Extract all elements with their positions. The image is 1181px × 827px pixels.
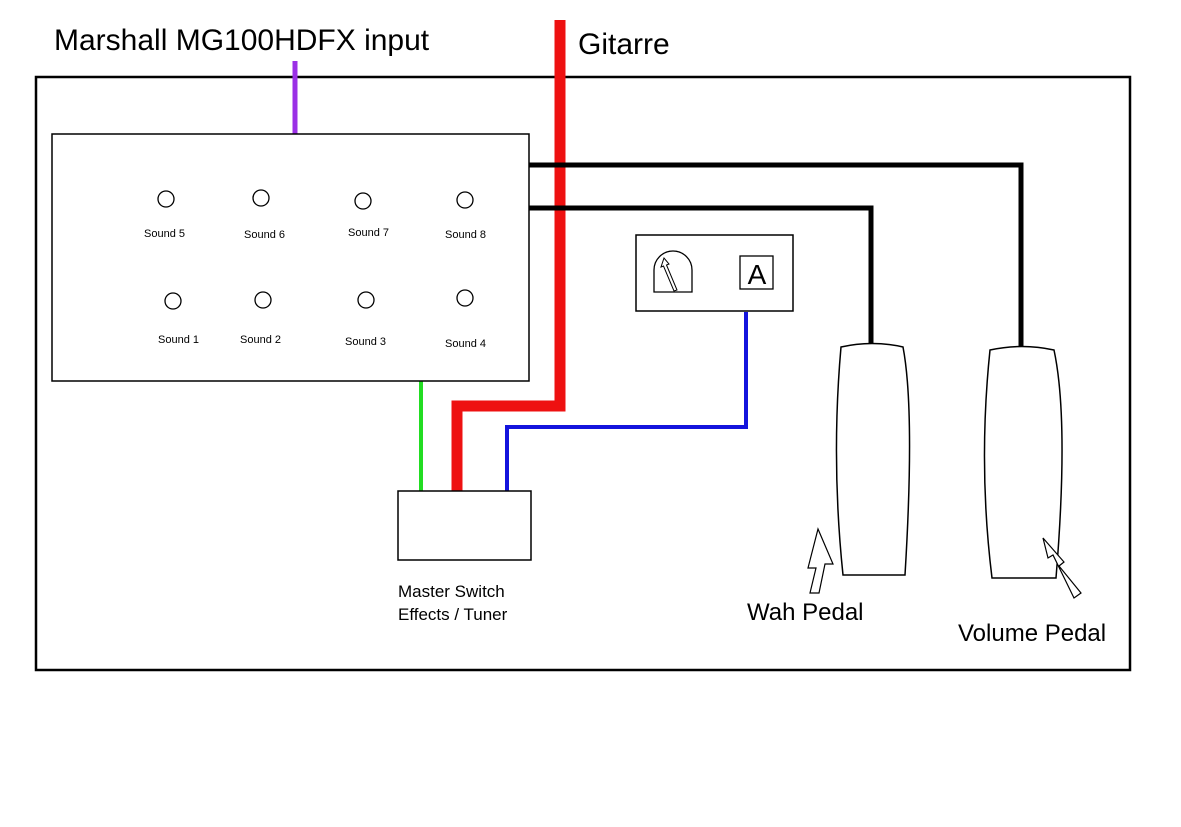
- amp-input-label: Marshall MG100HDFX input: [54, 24, 430, 57]
- sound-4-label: Sound 4: [445, 338, 486, 350]
- sound-3-label: Sound 3: [345, 336, 386, 348]
- sound-6-group: Sound 6: [244, 189, 285, 241]
- sound-2-label: Sound 2: [240, 334, 281, 346]
- wah-pedal-arrow-icon: [807, 527, 834, 594]
- pedalboard-frame: [34, 75, 1132, 672]
- wah-pedal-label: Wah Pedal: [747, 599, 864, 626]
- sound-1-group: Sound 1: [158, 292, 199, 346]
- guitar-cable: [451, 20, 566, 491]
- sound-5-button[interactable]: [157, 190, 175, 208]
- sound-3-group: Sound 3: [345, 291, 386, 348]
- sound-4-group: Sound 4: [445, 289, 486, 350]
- sound-8-label: Sound 8: [445, 229, 486, 241]
- master-switch-box[interactable]: [397, 490, 532, 561]
- volume-pedal-label: Volume Pedal: [958, 620, 1106, 647]
- sound-2-button[interactable]: [254, 291, 272, 309]
- channel-switch-box: [51, 133, 530, 382]
- sound-7-group: Sound 7: [348, 192, 389, 239]
- master-switch-label-line2: Effects / Tuner: [398, 605, 508, 624]
- sound-1-button[interactable]: [164, 292, 182, 310]
- wah-pedal[interactable]: [835, 342, 911, 576]
- sound-5-group: Sound 5: [144, 190, 185, 240]
- sound-8-button[interactable]: [456, 191, 474, 209]
- sound-6-button[interactable]: [252, 189, 270, 207]
- sound-2-group: Sound 2: [240, 291, 281, 346]
- sound-8-group: Sound 8: [445, 191, 486, 241]
- tuner-note-display: [739, 255, 774, 290]
- tuner-cable: [505, 312, 748, 491]
- tuner: A: [635, 234, 794, 312]
- volume-pedal-arrow-icon: [1042, 537, 1082, 599]
- tuner-note-label: A: [748, 259, 767, 290]
- sound-5-label: Sound 5: [144, 228, 185, 240]
- sound-buttons: Sound 5 Sound 6 Sound 7 Sound 8 Sound 1 …: [144, 189, 486, 350]
- wah-pedal-cable: [529, 205, 874, 343]
- volume-pedal[interactable]: [983, 345, 1063, 579]
- sound-6-label: Sound 6: [244, 229, 285, 241]
- sound-7-button[interactable]: [354, 192, 372, 210]
- sound-3-button[interactable]: [357, 291, 375, 309]
- sound-1-label: Sound 1: [158, 334, 199, 346]
- sound-7-label: Sound 7: [348, 227, 389, 239]
- sound-4-button[interactable]: [456, 289, 474, 307]
- guitar-label: Gitarre: [578, 28, 670, 61]
- tuner-needle-icon: [660, 256, 678, 292]
- master-switch-label-line1: Master Switch: [398, 582, 505, 601]
- volume-pedal-cable: [529, 162, 1024, 347]
